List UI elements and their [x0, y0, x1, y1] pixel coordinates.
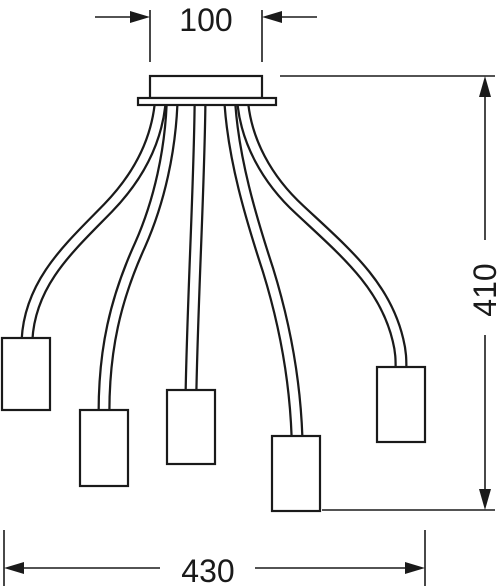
canopy-cap — [148, 74, 264, 100]
canopy-width-label: 100 — [179, 2, 232, 38]
lamp-socket-4 — [270, 434, 322, 513]
arrow-left-bottom-icon — [4, 562, 24, 574]
canopy-width-dimension: 100 — [95, 2, 317, 62]
lamp-socket-1 — [0, 336, 52, 412]
overall-width-label: 430 — [181, 553, 234, 588]
height-dimension: 410 — [280, 75, 500, 511]
cable-5 — [236, 104, 408, 369]
height-label: 410 — [467, 263, 500, 316]
canopy-base — [136, 96, 278, 107]
arrow-down-icon — [479, 489, 491, 510]
overall-width-dimension: 430 — [3, 530, 426, 588]
lamp-socket-2 — [78, 408, 130, 488]
arrow-right-icon — [130, 11, 150, 23]
lamp-socket-3 — [165, 388, 217, 466]
canopy — [136, 74, 278, 107]
arrow-right-bottom-icon — [405, 562, 425, 574]
lamp-sockets — [0, 336, 427, 513]
cables — [20, 104, 408, 438]
arrow-left-icon — [262, 11, 282, 23]
arrow-up-icon — [479, 76, 491, 97]
lamp-socket-5 — [375, 365, 427, 444]
